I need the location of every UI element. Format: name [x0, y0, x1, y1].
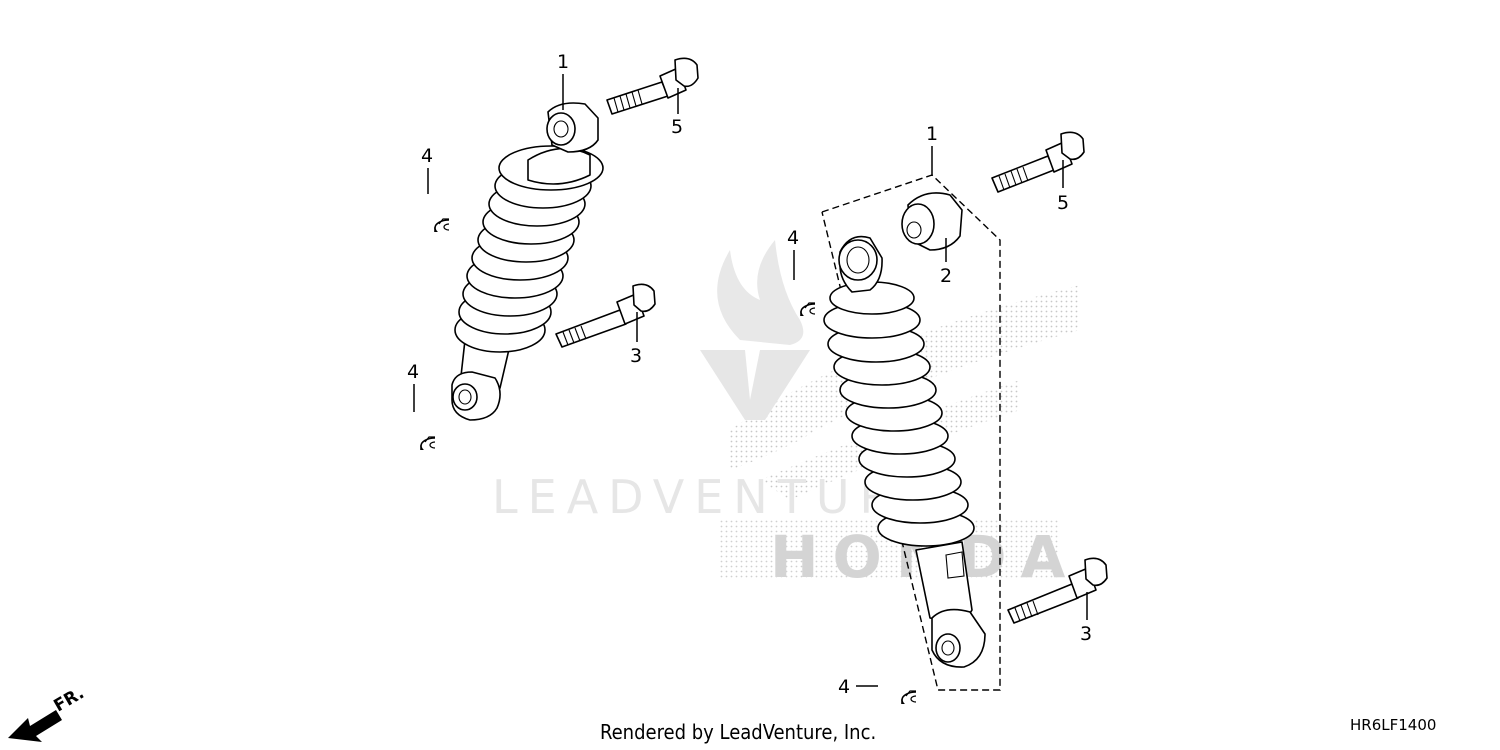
assembly-outline: [821, 174, 1001, 691]
left-spring: [454, 145, 604, 353]
right-upper-bolt: [991, 131, 1085, 193]
right-bushing: [901, 192, 963, 251]
right-lower-bolt: [1007, 557, 1108, 624]
callout-right-lower-nut: 4: [838, 676, 850, 698]
front-direction-indicator: FR.: [8, 683, 88, 742]
left-lower-bolt: [555, 283, 656, 348]
left-shock-absorber: [451, 102, 604, 421]
callout-right-upper-nut: 4: [787, 227, 799, 249]
left-lower-nut: [421, 437, 449, 462]
right-lower-nut: [902, 691, 930, 716]
rendered-by-credit: Rendered by LeadVenture, Inc.: [600, 720, 876, 744]
callout-left-lower-bolt: 3: [630, 345, 642, 367]
diagram-code: HR6LF1400: [1350, 716, 1436, 734]
callout-right-lower-bolt: 3: [1080, 623, 1092, 645]
left-upper-bolt: [606, 57, 699, 115]
callout-left-shock: 1: [557, 51, 569, 73]
callout-left-upper-nut: 4: [421, 145, 433, 167]
callout-left-upper-bolt: 5: [671, 116, 683, 138]
left-upper-nut: [435, 219, 463, 244]
front-arrow-icon: [8, 710, 62, 742]
right-shock-absorber: [823, 235, 986, 668]
callout-right-bushing: 2: [940, 265, 952, 287]
watermark-company: LEADVENTURE: [492, 470, 941, 524]
callout-right-upper-bolt: 5: [1057, 192, 1069, 214]
watermark: HONDA LEADVENTURE: [492, 240, 1080, 591]
callout-left-lower-nut: 4: [407, 361, 419, 383]
right-spring: [823, 281, 975, 547]
flame-logo-watermark: [717, 240, 804, 345]
callout-right-shock: 1: [926, 123, 938, 145]
